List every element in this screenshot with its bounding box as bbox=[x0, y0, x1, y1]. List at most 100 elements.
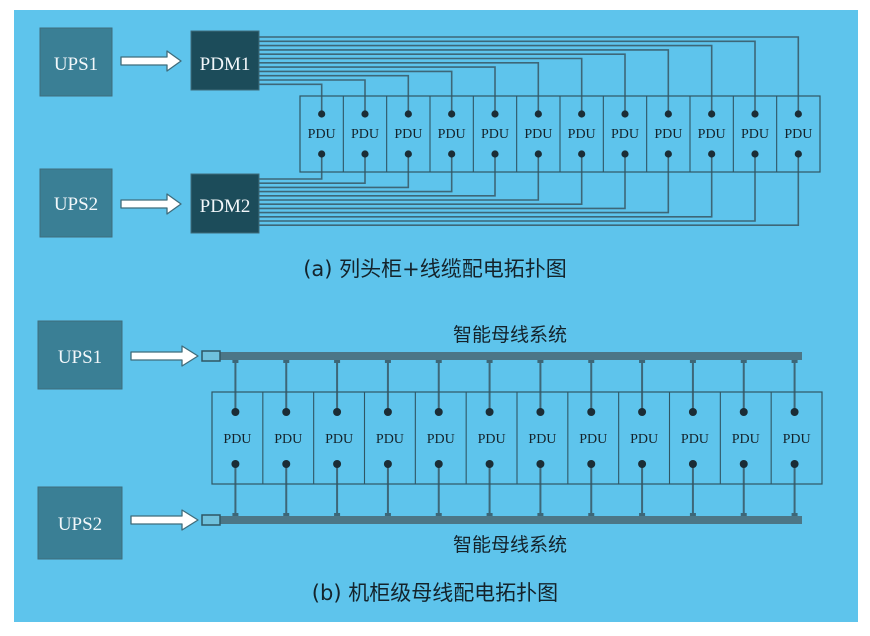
pdu-outlet-top-b bbox=[790, 408, 799, 416]
pdu-outlet-top-b bbox=[587, 408, 596, 416]
pdu-label-a: PDU bbox=[438, 127, 466, 142]
pdu-outlet-top-b bbox=[688, 408, 697, 416]
pdu-outlet-top-b bbox=[231, 408, 240, 416]
pdm1-cable bbox=[259, 79, 366, 114]
pdu-label-b: PDU bbox=[681, 432, 709, 447]
pdu-label-b: PDU bbox=[579, 432, 607, 447]
pdm1-cable bbox=[259, 40, 756, 114]
busbar-top bbox=[201, 350, 802, 362]
arrow-ups1-busbar bbox=[130, 345, 199, 367]
ups1-label-a: UPS1 bbox=[54, 54, 98, 75]
pdu-outlet-top-a bbox=[318, 110, 326, 118]
pdm2-cable bbox=[259, 154, 496, 197]
ups2-box-a bbox=[39, 168, 113, 238]
pdm2-cable bbox=[259, 154, 713, 218]
pdu-outlet-bottom-b bbox=[638, 460, 647, 468]
ups2-label-a: UPS2 bbox=[54, 194, 98, 215]
pdu-outlet-bottom-b bbox=[536, 460, 545, 468]
pdu-label-a: PDU bbox=[568, 127, 596, 142]
pdm2-label: PDM2 bbox=[200, 196, 251, 217]
pdu-outlet-top-a bbox=[621, 110, 629, 118]
pdu-label-a: PDU bbox=[481, 127, 509, 142]
pdu-outlet-bottom-b bbox=[587, 460, 596, 468]
pdu-outlet-top-b bbox=[434, 408, 443, 416]
caption-b: (b) 机柜级母线配电拓扑图 bbox=[312, 581, 558, 605]
pdu-outlet-bottom-a bbox=[361, 150, 369, 158]
pdu-outlet-top-a bbox=[578, 110, 586, 118]
pdu-label-b: PDU bbox=[478, 432, 506, 447]
pdu-outlet-bottom-b bbox=[282, 460, 291, 468]
pdm1-cable bbox=[259, 49, 670, 114]
pdm1-cable bbox=[259, 62, 540, 114]
pdu-label-a: PDU bbox=[308, 127, 336, 142]
pdu-label-b: PDU bbox=[783, 432, 811, 447]
pdm2-cable bbox=[259, 154, 583, 205]
pdu-outlet-bottom-b bbox=[333, 460, 342, 468]
pdu-label-b: PDU bbox=[376, 432, 404, 447]
pdu-outlet-bottom-b bbox=[383, 460, 392, 468]
pdu-outlet-bottom-a bbox=[621, 150, 629, 158]
pdu-label-a: PDU bbox=[784, 127, 812, 142]
ups1-label-b: UPS1 bbox=[58, 347, 102, 368]
pdu-label-b: PDU bbox=[274, 432, 302, 447]
pdu-label-b: PDU bbox=[630, 432, 658, 447]
busbar-bottom-label: 智能母线系统 bbox=[453, 534, 567, 556]
pdu-outlet-top-a bbox=[361, 110, 369, 118]
pdu-outlet-top-b bbox=[383, 408, 392, 416]
pdm2-box bbox=[190, 173, 260, 234]
pdm1-cable bbox=[259, 74, 410, 114]
pdu-outlet-top-a bbox=[491, 110, 499, 118]
pdm2-cable bbox=[259, 154, 366, 184]
ups2-box-b bbox=[37, 486, 123, 560]
pdu-label-a: PDU bbox=[394, 127, 422, 142]
arrow-ups2-pdm2 bbox=[120, 193, 182, 215]
pdm2-cable bbox=[259, 154, 756, 222]
pdu-outlet-top-a bbox=[448, 110, 456, 118]
pdm1-cable bbox=[259, 66, 496, 114]
pdu-outlet-top-a bbox=[751, 110, 759, 118]
pdm1-label: PDM1 bbox=[200, 54, 251, 75]
pdu-outlet-bottom-b bbox=[790, 460, 799, 468]
pdm2-cable bbox=[259, 154, 800, 226]
pdm1-cable bbox=[259, 36, 800, 114]
pdu-outlet-bottom-a bbox=[751, 150, 759, 158]
pdm1-cable bbox=[259, 70, 453, 114]
pdm1-cable bbox=[259, 53, 626, 114]
pdu-outlet-bottom-a bbox=[448, 150, 456, 158]
arrow-ups2-busbar bbox=[130, 509, 199, 531]
pdu-outlet-bottom-a bbox=[534, 150, 542, 158]
pdu-label-a: PDU bbox=[351, 127, 379, 142]
arrow-ups1-pdm1 bbox=[120, 50, 182, 72]
diagram-background bbox=[14, 10, 858, 622]
pdu-outlet-top-b bbox=[739, 408, 748, 416]
pdu-outlet-bottom-a bbox=[664, 150, 672, 158]
pdu-outlet-top-a bbox=[794, 110, 802, 118]
pdu-label-a: PDU bbox=[741, 127, 769, 142]
pdm2-cable bbox=[259, 154, 670, 214]
pdu-outlet-top-b bbox=[638, 408, 647, 416]
ups2-label-b: UPS2 bbox=[58, 514, 102, 535]
pdu-label-a: PDU bbox=[698, 127, 726, 142]
pdm1-box bbox=[190, 30, 260, 91]
ups1-box-a bbox=[39, 27, 113, 97]
pdu-outlet-bottom-a bbox=[794, 150, 802, 158]
busbar-top-label: 智能母线系统 bbox=[453, 324, 567, 346]
pdu-outlet-top-b bbox=[536, 408, 545, 416]
pdu-outlet-top-a bbox=[664, 110, 672, 118]
pdu-outlet-bottom-b bbox=[434, 460, 443, 468]
pdm2-cable bbox=[259, 154, 453, 193]
caption-a: (a) 列头柜+线缆配电拓扑图 bbox=[303, 257, 567, 281]
pdm1-cable bbox=[259, 44, 713, 114]
pdu-outlet-top-b bbox=[282, 408, 291, 416]
pdu-outlet-top-a bbox=[708, 110, 716, 118]
pdu-outlet-bottom-a bbox=[404, 150, 412, 158]
pdu-outlet-bottom-b bbox=[231, 460, 240, 468]
pdu-label-b: PDU bbox=[325, 432, 353, 447]
pdu-label-a: PDU bbox=[611, 127, 639, 142]
busbar-bottom bbox=[201, 514, 802, 526]
pdu-outlet-bottom-a bbox=[708, 150, 716, 158]
